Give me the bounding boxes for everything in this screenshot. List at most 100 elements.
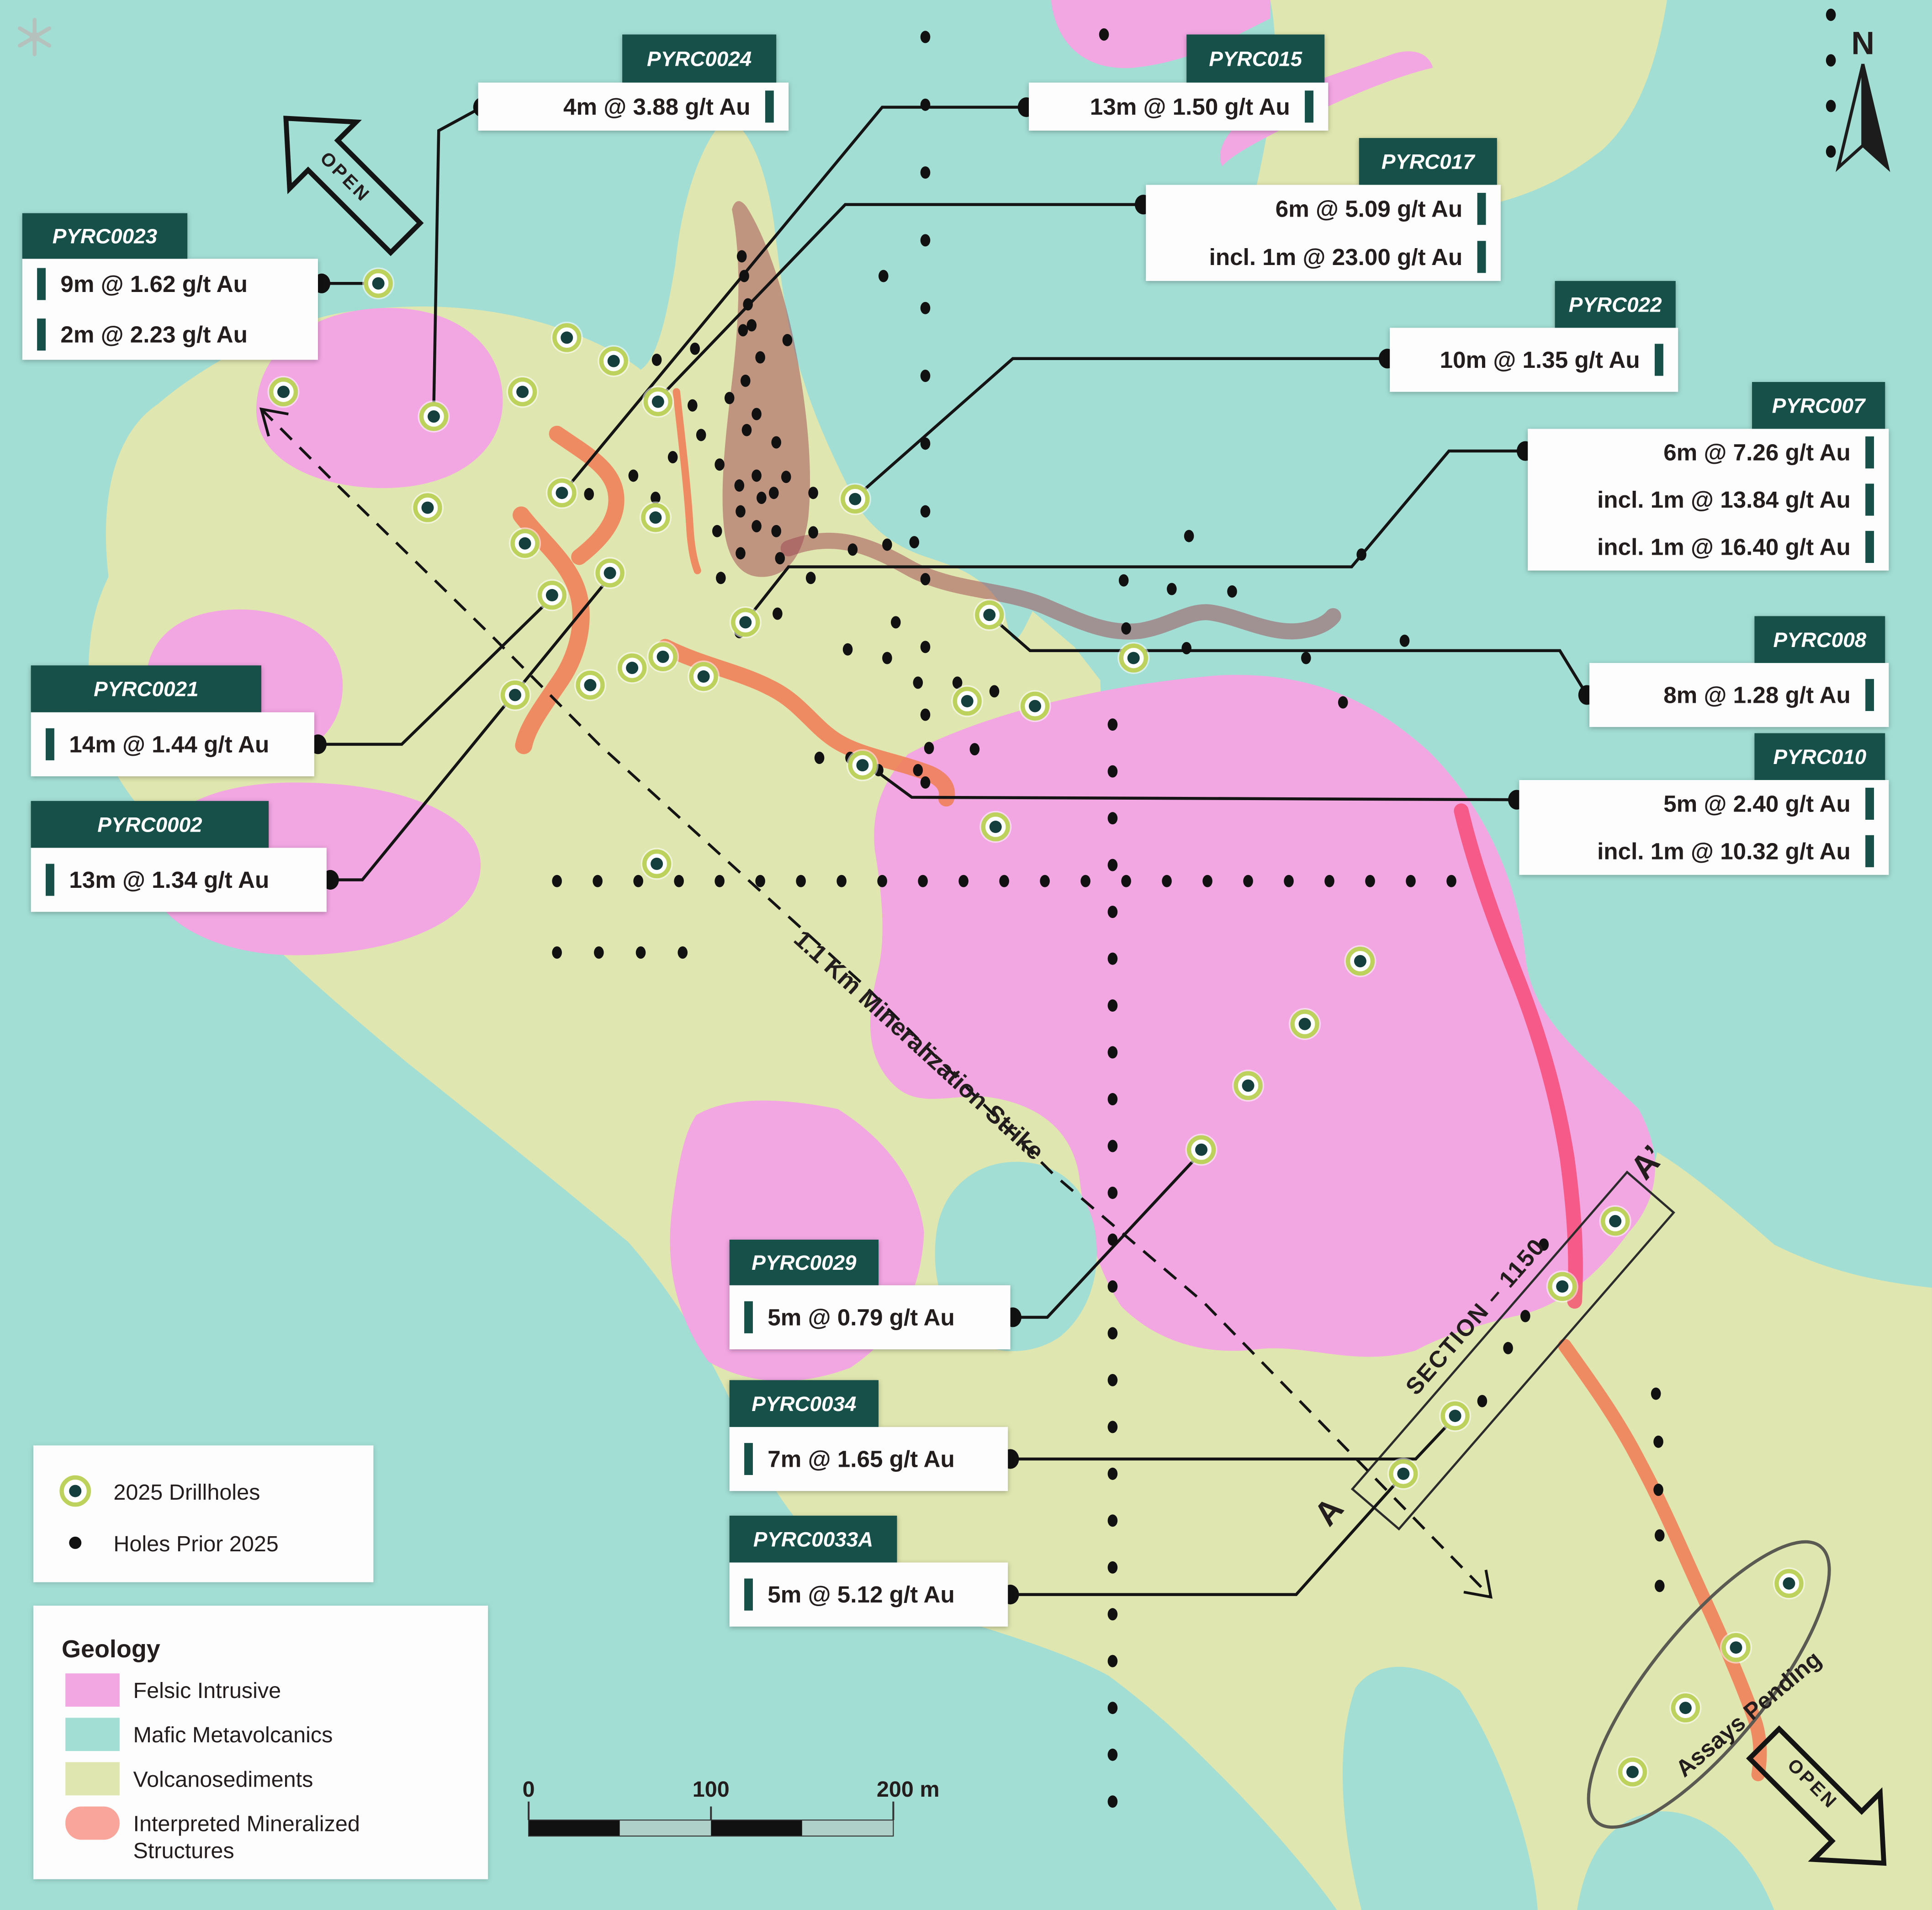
assay-text: 5m @ 2.40 g/t Au	[1663, 791, 1851, 817]
assay-text: incl. 1m @ 16.40 g/t Au	[1597, 534, 1851, 560]
drillhole-2025	[362, 267, 395, 300]
hole-prior	[1446, 875, 1456, 887]
hole-prior	[715, 458, 725, 471]
legend-volcano-label: Volcanosediments	[133, 1767, 313, 1792]
hole-prior	[1107, 1140, 1118, 1152]
drillhole-2025	[1387, 1458, 1419, 1490]
legend-structures-label-line1: Interpreted Mineralized	[133, 1811, 360, 1836]
logo-icon	[18, 17, 52, 56]
drillhole-2025	[574, 669, 607, 701]
drillhole-2025	[1669, 1692, 1702, 1724]
hole-prior	[1162, 875, 1172, 887]
hole-prior	[752, 469, 762, 482]
hole-prior	[593, 875, 603, 887]
callout-tab-PYRC0024: PYRC0024	[647, 47, 752, 70]
callout-tab-PYRC0021: PYRC0021	[94, 678, 198, 701]
hole-prior	[688, 399, 698, 412]
accent-bar	[744, 1578, 753, 1611]
drillhole-2025	[267, 376, 300, 408]
drillhole-2025	[1720, 1631, 1752, 1664]
accent-bar	[1865, 679, 1874, 711]
drillhole-2025	[688, 660, 720, 693]
hole-prior	[1167, 583, 1177, 595]
hole-prior	[1107, 1280, 1118, 1293]
hole-prior	[736, 505, 746, 518]
hole-prior	[1107, 1421, 1118, 1433]
legend-mafic-label: Mafic Metavolcanics	[133, 1723, 333, 1747]
hole-prior	[805, 572, 816, 584]
hole-prior	[1284, 875, 1294, 887]
leader-line-PYRC007	[745, 449, 1525, 621]
drillhole-2025	[1546, 1270, 1578, 1303]
hole-prior	[1107, 1093, 1118, 1106]
hole-prior	[584, 488, 594, 500]
holes-prior-layer	[552, 8, 1836, 1808]
assay-text: incl. 1m @ 13.84 g/t Au	[1597, 487, 1851, 513]
scale-tick-200: 200 m	[877, 1777, 940, 1802]
accent-bar	[1477, 193, 1486, 225]
hole-prior	[847, 543, 858, 556]
hole-prior	[739, 270, 749, 282]
hole-prior	[918, 875, 928, 887]
hole-prior	[738, 324, 748, 337]
drillhole-2025	[616, 652, 648, 684]
accent-bar	[1865, 531, 1874, 563]
hole-prior	[594, 946, 604, 959]
leader-line-PYRC0024	[432, 106, 483, 407]
callout-tab-PYRC0023: PYRC0023	[53, 225, 157, 248]
hole-prior	[775, 552, 785, 565]
hole-prior	[1099, 28, 1109, 41]
leader-line-PYRC0002	[330, 574, 613, 881]
assay-text: 14m @ 1.44 g/t Au	[69, 731, 269, 757]
drillhole-2025	[550, 321, 583, 354]
accent-bar	[1477, 241, 1486, 273]
legend-geology-title: Geology	[62, 1635, 160, 1663]
hole-prior	[808, 487, 818, 499]
hole-prior	[782, 334, 793, 346]
open-arrow-top-left-icon	[283, 116, 424, 256]
assay-text: 8m @ 1.28 g/t Au	[1663, 682, 1851, 708]
hole-prior	[628, 469, 639, 482]
hole-prior	[920, 370, 931, 382]
hole-prior	[1406, 875, 1416, 887]
hole-prior	[1365, 875, 1375, 887]
accent-bar	[1865, 787, 1874, 820]
hole-prior	[690, 342, 700, 355]
hole-prior	[1826, 8, 1836, 21]
hole-prior	[920, 166, 931, 179]
hole-prior	[755, 351, 765, 364]
hole-prior	[1107, 1514, 1118, 1527]
hole-prior	[1654, 1529, 1665, 1542]
hole-prior	[740, 374, 751, 387]
hole-prior	[674, 875, 684, 887]
drillhole-2025	[536, 579, 568, 611]
hole-prior	[1826, 100, 1836, 112]
drillhole-2025	[642, 386, 674, 418]
swatch-structures	[65, 1806, 120, 1840]
hole-prior	[1338, 696, 1348, 709]
hole-prior	[1107, 1608, 1118, 1621]
hole-prior	[920, 302, 931, 314]
hole-prior	[552, 875, 562, 887]
hole-prior	[633, 875, 643, 887]
hole-prior	[808, 526, 818, 539]
hole-prior	[1181, 642, 1192, 654]
callout-PYRC0021: PYRC0021 14m @ 1.44 g/t Au	[31, 665, 314, 776]
accent-bar	[744, 1301, 753, 1333]
drillhole-2025	[1439, 1400, 1471, 1432]
drillhole-2025	[846, 749, 879, 781]
drillhole-2025	[640, 848, 673, 880]
hole-prior	[1477, 1395, 1487, 1407]
assay-text: 2m @ 2.23 g/t Au	[60, 322, 248, 348]
hole-prior	[1040, 875, 1050, 887]
callout-tab-PYRC017: PYRC017	[1382, 150, 1476, 173]
accent-bar	[1865, 835, 1874, 867]
leader-line-PYRC0034	[1010, 1417, 1455, 1461]
hole-prior	[1107, 1046, 1118, 1059]
